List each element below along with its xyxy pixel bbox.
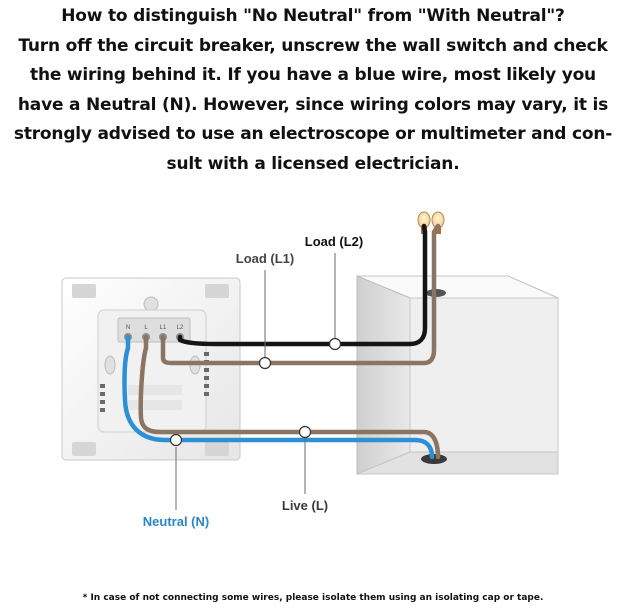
load-l1-marker (258, 356, 272, 370)
heading-line: sult with a licensed electrician. (166, 153, 460, 174)
neutral-marker (169, 433, 183, 447)
terminal-label: L (144, 325, 148, 331)
heading-line: Turn off the circuit breaker, unscrew th… (18, 35, 608, 56)
heading-line: the wiring behind it. If you have a blue… (30, 65, 596, 86)
heading-line: How to distinguish "No Neutral" from "Wi… (61, 6, 565, 26)
heading-line: strongly advised to use an electroscope … (13, 124, 613, 145)
live-marker (298, 425, 312, 439)
load-l2-marker (328, 337, 342, 351)
heading-line: have a Neutral (N). However, since wirin… (17, 94, 609, 115)
terminal-label: N (126, 325, 130, 331)
neutral-wire (122, 334, 435, 460)
instructions-heading: How to distinguish "No Neutral" from "Wi… (0, 2, 626, 180)
neutral-label: Neutral (N) (143, 514, 209, 529)
load-l1-wire (160, 223, 441, 366)
light-bulbs (417, 211, 445, 234)
junction-box (356, 275, 559, 475)
live-wire (138, 334, 441, 460)
live-label: Live (L) (282, 498, 328, 513)
terminal-label: L2 (177, 325, 184, 331)
load-l2-label: Load (L2) (305, 234, 364, 249)
load-l2-wire (177, 223, 428, 347)
terminal-label: L1 (160, 325, 167, 331)
footnote: * In case of not connecting some wires, … (82, 593, 544, 603)
load-l1-label: Load (L1) (236, 251, 295, 266)
box-bottom-hole (421, 454, 447, 464)
